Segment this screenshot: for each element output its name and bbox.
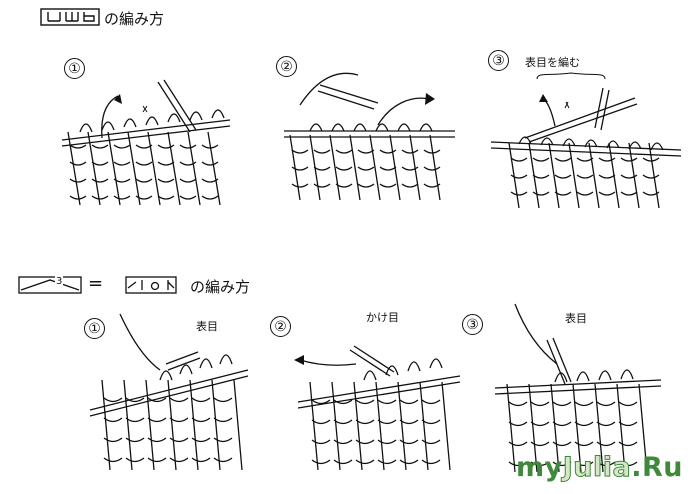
section2-step-3-number: ③ bbox=[462, 314, 483, 335]
section2-step-3-illustration bbox=[494, 303, 662, 473]
section2-step-3-label: 表目 bbox=[565, 310, 587, 326]
section1-step-3-label: 表目を編む bbox=[525, 54, 580, 70]
section2-step-2-illustration bbox=[294, 345, 461, 471]
watermark-ru: .Ru bbox=[631, 452, 684, 483]
label-bracket-icon bbox=[536, 72, 606, 80]
section2-symbol-number: 3 bbox=[55, 276, 64, 287]
section1-step-1-number: ① bbox=[64, 58, 85, 79]
watermark-julia: Julia bbox=[562, 452, 632, 484]
section2-step-2-number: ② bbox=[270, 316, 291, 337]
section2-step-2-label: かけ目 bbox=[366, 309, 399, 325]
section2-step-1-label: 表目 bbox=[196, 318, 218, 334]
section1-step-3-illustration bbox=[490, 87, 682, 209]
section2-symbol bbox=[18, 276, 178, 298]
section1-step-1-illustration bbox=[61, 79, 231, 206]
section1-step-2-number: ② bbox=[276, 56, 297, 77]
watermark-my: my bbox=[516, 452, 563, 483]
section2-title: の編み方 bbox=[190, 278, 251, 296]
section2-step-1-number: ① bbox=[84, 318, 105, 339]
section1-step-2-illustration bbox=[284, 72, 455, 201]
section2-symbol-equals: = bbox=[88, 273, 104, 294]
watermark: myJulia.Ru bbox=[516, 452, 684, 484]
section2-step-1-illustration bbox=[89, 313, 249, 471]
section1-title: の編み方 bbox=[104, 10, 165, 28]
section1-step-3-number: ③ bbox=[488, 50, 509, 71]
section1-symbol bbox=[40, 8, 100, 30]
